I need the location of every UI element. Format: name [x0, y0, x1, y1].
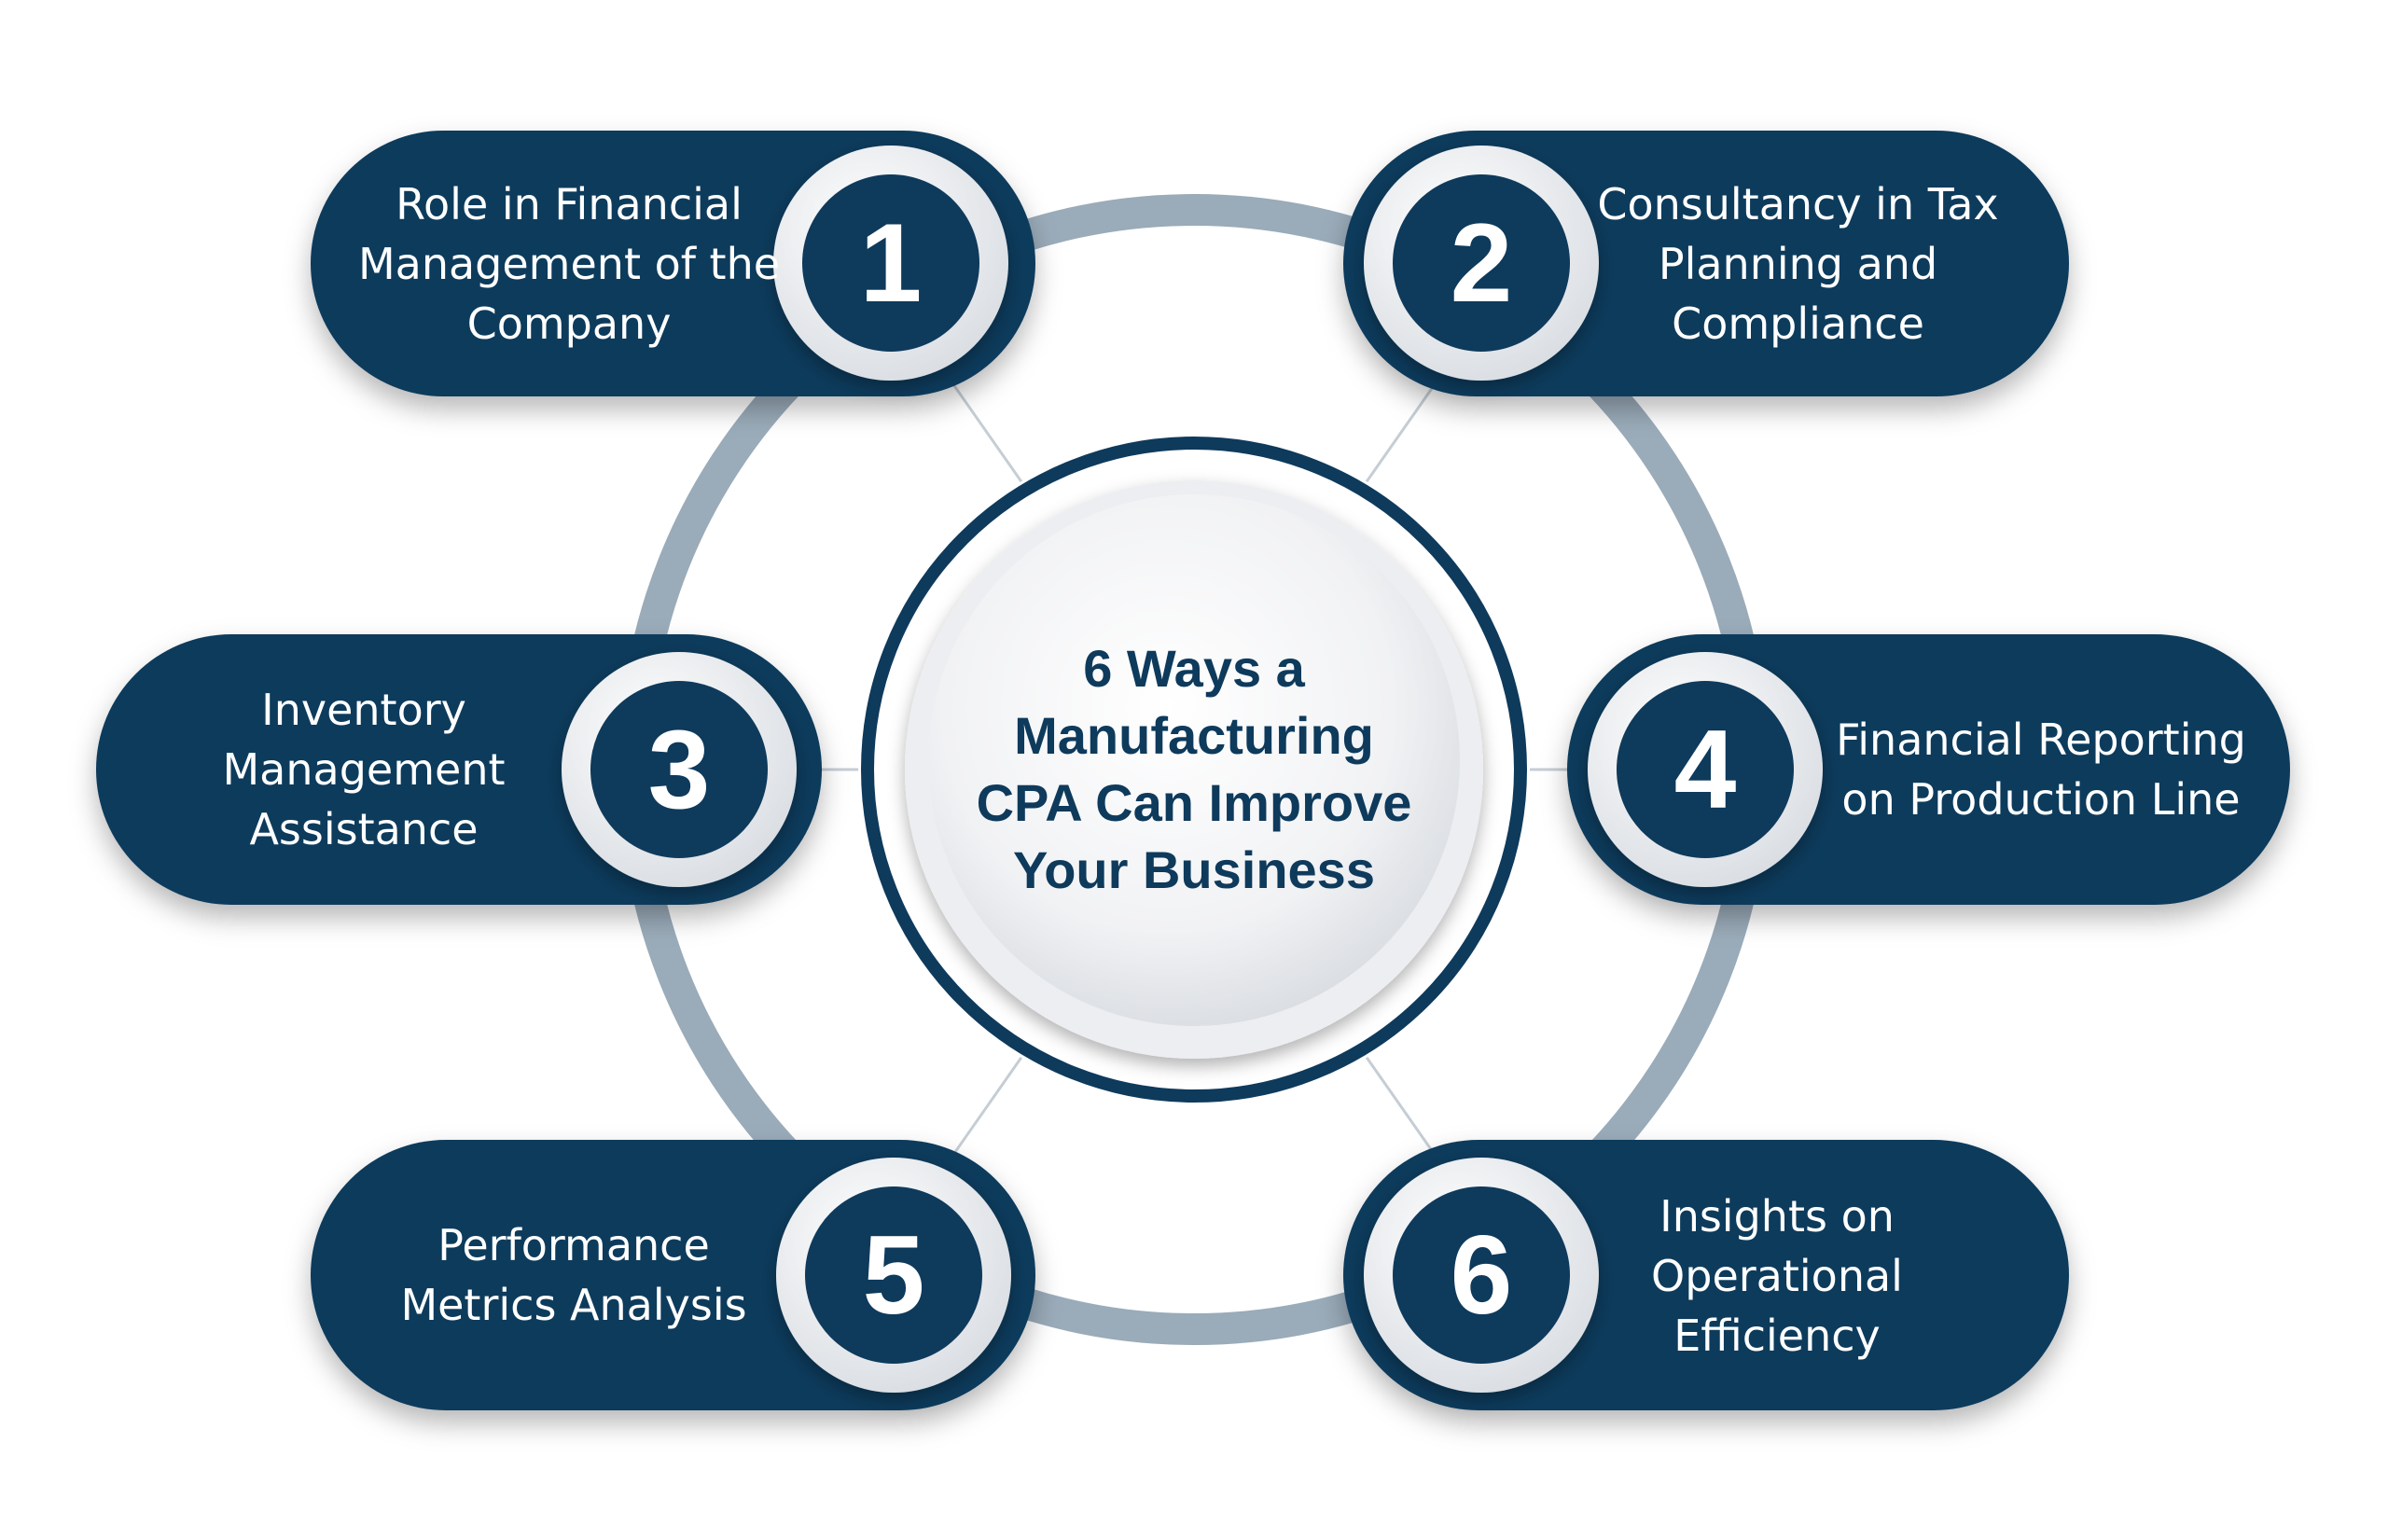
item-label-4: Financial Reporting on Production Line: [1826, 704, 2256, 835]
title-line: 6 Ways a: [1083, 639, 1305, 698]
item-label-line: Efficiency: [1673, 1310, 1881, 1361]
item-label-line: Management of the: [357, 238, 781, 289]
item-number-2: 2: [1450, 201, 1513, 326]
item-number-3: 3: [647, 707, 711, 832]
item-label-6: Insights on Operational Efficiency: [1600, 1180, 1954, 1371]
item-label-line: Planning and: [1658, 238, 1938, 289]
title-line: Your Business: [1013, 840, 1375, 899]
diagram-title: 6 Ways a Manufacturing CPA Can Improve Y…: [965, 616, 1423, 923]
item-number-6: 6: [1450, 1213, 1513, 1338]
item-label-line: on Production Line: [1841, 774, 2241, 825]
item-label-1: Role in Financial Management of the Comp…: [350, 168, 788, 359]
item-label-line: Consultancy in Tax: [1597, 178, 1999, 229]
center-navy-ring: [861, 437, 1527, 1103]
item-label-line: Metrics Analysis: [400, 1280, 747, 1330]
center-disk: [928, 494, 1460, 1026]
item-number-5: 5: [862, 1213, 925, 1338]
item-label-5: Performance Metrics Analysis: [373, 1210, 774, 1340]
item-number-1: 1: [859, 201, 923, 326]
badge-6: [1364, 1158, 1599, 1393]
item-label-line: Inventory: [261, 684, 466, 735]
item-label-line: Operational: [1651, 1250, 1903, 1301]
item-label-line: Insights on: [1659, 1190, 1895, 1242]
item-label-2: Consultancy in Tax Planning and Complian…: [1586, 168, 2010, 359]
item-label-line: Role in Financial: [396, 178, 743, 229]
item-label-line: Performance: [437, 1220, 710, 1270]
item-label-line: Management: [222, 743, 506, 795]
title-line: Manufacturing: [1014, 706, 1374, 765]
badge-2: [1364, 146, 1599, 381]
item-label-line: Financial Reporting: [1836, 715, 2246, 765]
badge-5: [776, 1158, 1011, 1393]
badge-1: [773, 146, 1008, 381]
badge-4: [1588, 652, 1823, 887]
item-label-3: Inventory Management Assistance: [168, 673, 560, 865]
item-label-line: Assistance: [249, 803, 479, 854]
item-label-line: Company: [466, 298, 672, 349]
title-line: CPA Can Improve: [976, 773, 1412, 832]
item-label-line: Compliance: [1672, 298, 1924, 349]
item-number-4: 4: [1673, 707, 1737, 832]
badge-3: [562, 652, 797, 887]
